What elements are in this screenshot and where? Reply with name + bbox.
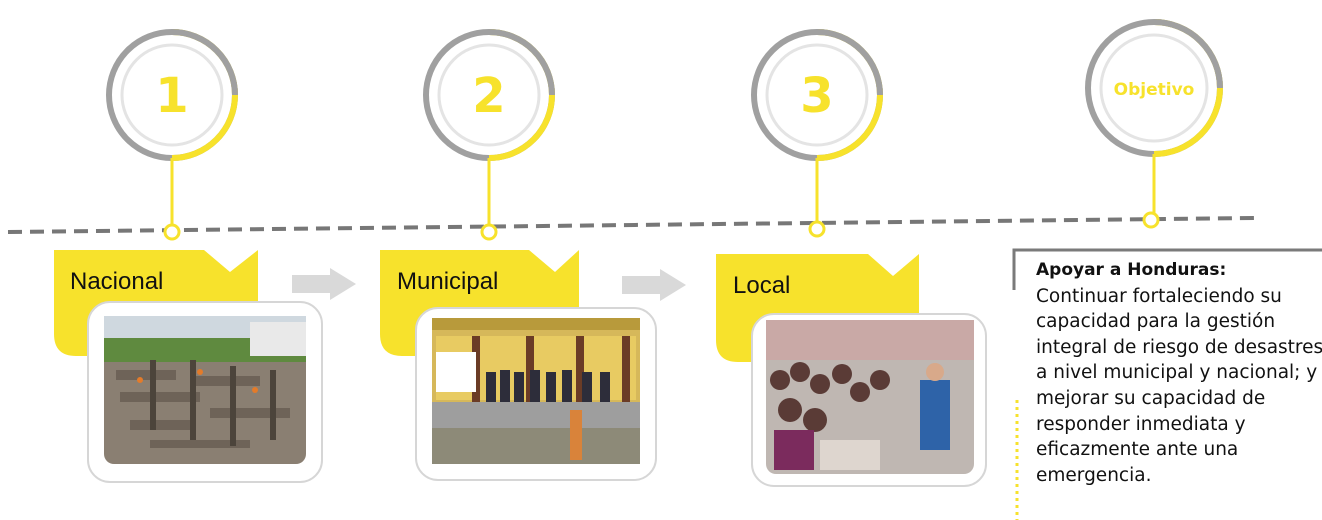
step-number-3: 3 <box>800 68 834 124</box>
objective-badge: Objetivo <box>1113 80 1195 100</box>
step-label-municipal: Municipal <box>397 268 499 295</box>
step-label-local: Local <box>733 272 791 299</box>
step-ring-2 <box>423 29 555 241</box>
objective-body: Continuar fortaleciendo su capacidad par… <box>1036 285 1322 486</box>
step-number-2: 2 <box>472 68 506 124</box>
community-training-photo <box>751 313 987 487</box>
right-arrow-icon-1 <box>292 268 356 300</box>
objective-description: Apoyar a Honduras: Continuar fortalecien… <box>1036 258 1322 488</box>
objective-heading: Apoyar a Honduras: <box>1036 260 1227 280</box>
municipal-meeting-photo <box>415 307 657 481</box>
step-label-nacional: Nacional <box>70 268 164 295</box>
construction-site-photo <box>87 301 323 483</box>
objective-box-frame <box>1012 248 1322 520</box>
step-ring-3 <box>751 29 883 238</box>
step-ring-1 <box>106 29 238 241</box>
timeline-dashed-line <box>7 216 1255 234</box>
step-number-1: 1 <box>155 68 189 124</box>
objective-ring <box>1085 19 1223 229</box>
right-arrow-icon-2 <box>622 269 686 301</box>
